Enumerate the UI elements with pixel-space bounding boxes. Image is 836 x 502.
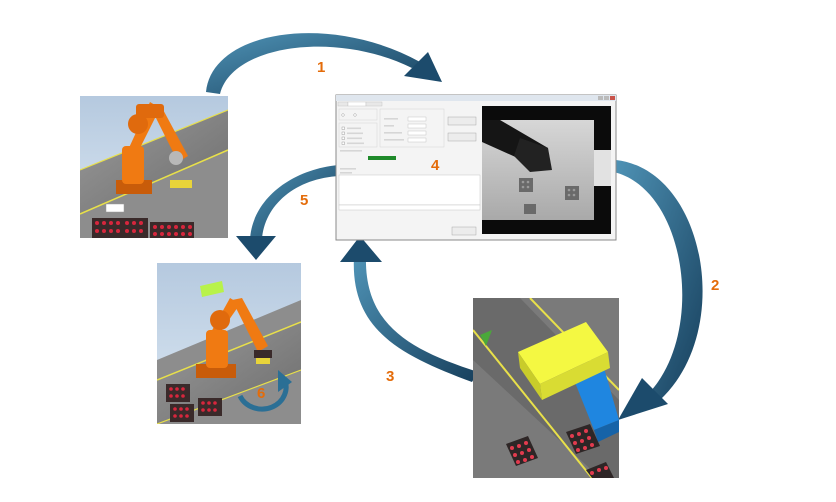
window-titlebar [336, 95, 616, 101]
step-label-5: 5 [300, 192, 308, 209]
robot-arm-icon [116, 102, 192, 194]
start-button [447, 116, 477, 126]
radio-button [341, 113, 345, 117]
step-label-1: 1 [317, 59, 325, 76]
step-label-3: 3 [386, 368, 394, 385]
minimize-icon [598, 96, 603, 100]
send-field [338, 204, 481, 211]
rotate-arrow-6 [237, 370, 292, 412]
arrow-3 [340, 236, 478, 382]
blue-box-icon [574, 368, 619, 442]
status-progress-bar [368, 156, 396, 160]
bottle-crate-icon [92, 218, 194, 238]
robot-pick-scene [80, 96, 228, 238]
form-fields [407, 116, 427, 143]
tab-communication [347, 101, 367, 107]
box-closeup-scene [473, 298, 619, 478]
radio-button [353, 113, 357, 117]
log-textarea [338, 174, 481, 206]
step-label-6: 6 [257, 385, 265, 402]
arrow-1 [206, 33, 442, 94]
robot-rotate-scene [157, 263, 301, 424]
send-button [451, 226, 477, 236]
step-label-4: 4 [431, 157, 440, 174]
arrow-2 [614, 160, 703, 420]
vision-software-window [335, 94, 617, 241]
step-label-2: 2 [711, 277, 719, 294]
checkbox-group [341, 126, 345, 145]
maximize-icon [604, 96, 609, 100]
stop-button [447, 132, 477, 142]
yellow-box-icon [518, 322, 610, 400]
tab-main [337, 101, 349, 107]
robot-arm-icon [196, 298, 272, 378]
settings-group [338, 108, 445, 148]
yellow-box-icon [200, 281, 224, 297]
close-icon [610, 96, 615, 100]
camera-view-icon [482, 106, 611, 234]
tab-camera [365, 101, 383, 107]
arrow-5 [236, 165, 340, 260]
